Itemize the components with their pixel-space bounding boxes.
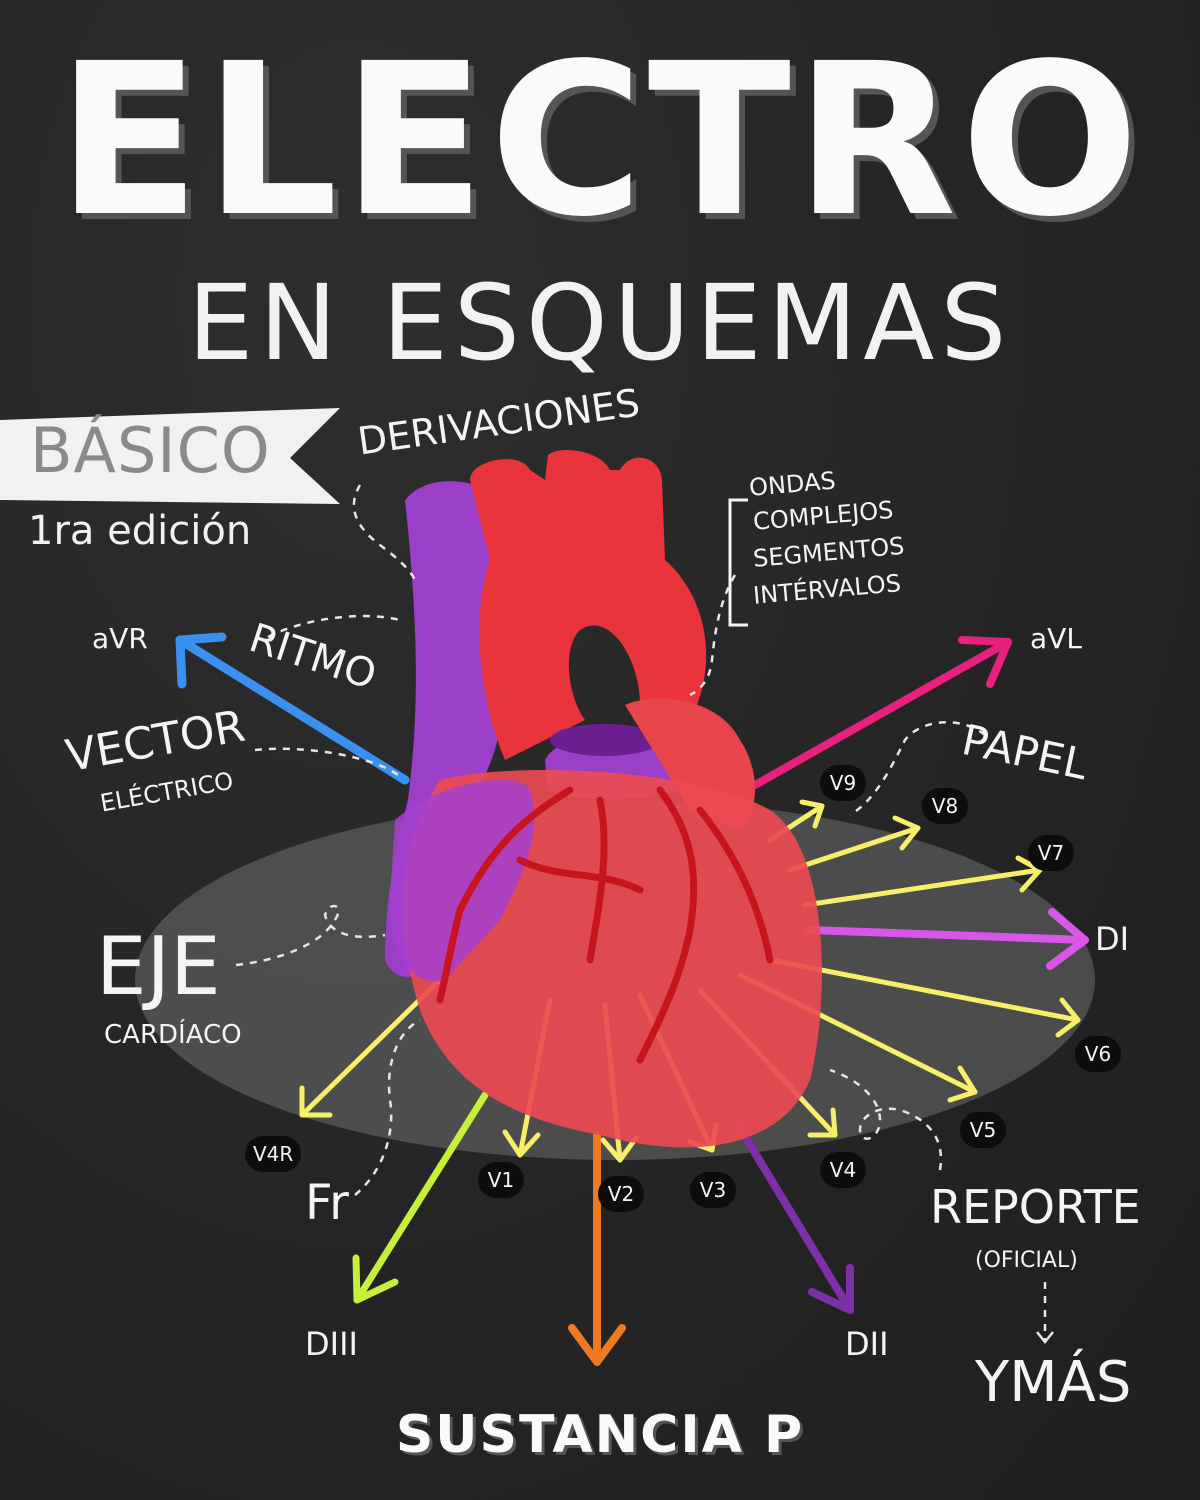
heart-illustration xyxy=(385,450,822,1148)
lead-v6-badge: V6 xyxy=(1075,1036,1121,1072)
dii-arrow xyxy=(731,1116,854,1314)
level-label: BÁSICO xyxy=(30,414,271,487)
lead-v7-badge: V7 xyxy=(1028,835,1074,871)
ymas-arrowhead xyxy=(1036,1331,1054,1345)
lead-di-label: DI xyxy=(1095,920,1130,958)
lead-v1-badge: V1 xyxy=(478,1162,524,1198)
di-arrow xyxy=(806,908,1089,970)
lead-avl-label: aVL xyxy=(1030,622,1082,655)
lead-dii-label: DII xyxy=(845,1325,889,1363)
lead-v3-badge: V3 xyxy=(690,1172,736,1208)
avl-arrow xyxy=(751,636,1012,789)
basico-ribbon xyxy=(0,408,340,504)
topic-fr: Fr xyxy=(305,1175,349,1231)
lead-v4-badge: V4 xyxy=(820,1152,866,1188)
lead-diii-label: DIII xyxy=(305,1325,358,1363)
avr-arrow xyxy=(175,632,410,785)
diii-arrow xyxy=(352,1091,489,1304)
lead-v4r-badge: V4R xyxy=(245,1136,302,1172)
leader-lines xyxy=(235,484,1047,1340)
topic-eje-line2: CARDÍACO xyxy=(104,1020,242,1050)
avf-arrow xyxy=(568,1131,626,1366)
lead-v8-badge: V8 xyxy=(922,788,968,824)
topic-y-mas: YMÁS xyxy=(975,1350,1132,1415)
lead-avr-label: aVR xyxy=(92,622,148,655)
topic-eje-line1: EJE xyxy=(96,920,221,1013)
topic-reporte-line2: (OFICIAL) xyxy=(975,1248,1078,1273)
wave-list-bracket xyxy=(728,498,748,627)
lead-v9-badge: V9 xyxy=(820,765,866,801)
lead-v2-badge: V2 xyxy=(598,1176,644,1212)
main-title: ELECTRO xyxy=(56,18,1144,263)
lead-v5-badge: V5 xyxy=(960,1112,1006,1148)
subtitle: EN ESQUEMAS xyxy=(187,262,1013,384)
author-footer: SUSTANCIA P xyxy=(395,1405,805,1465)
topic-reporte-line1: REPORTE xyxy=(930,1180,1141,1234)
edition-label: 1ra edición xyxy=(28,508,252,554)
